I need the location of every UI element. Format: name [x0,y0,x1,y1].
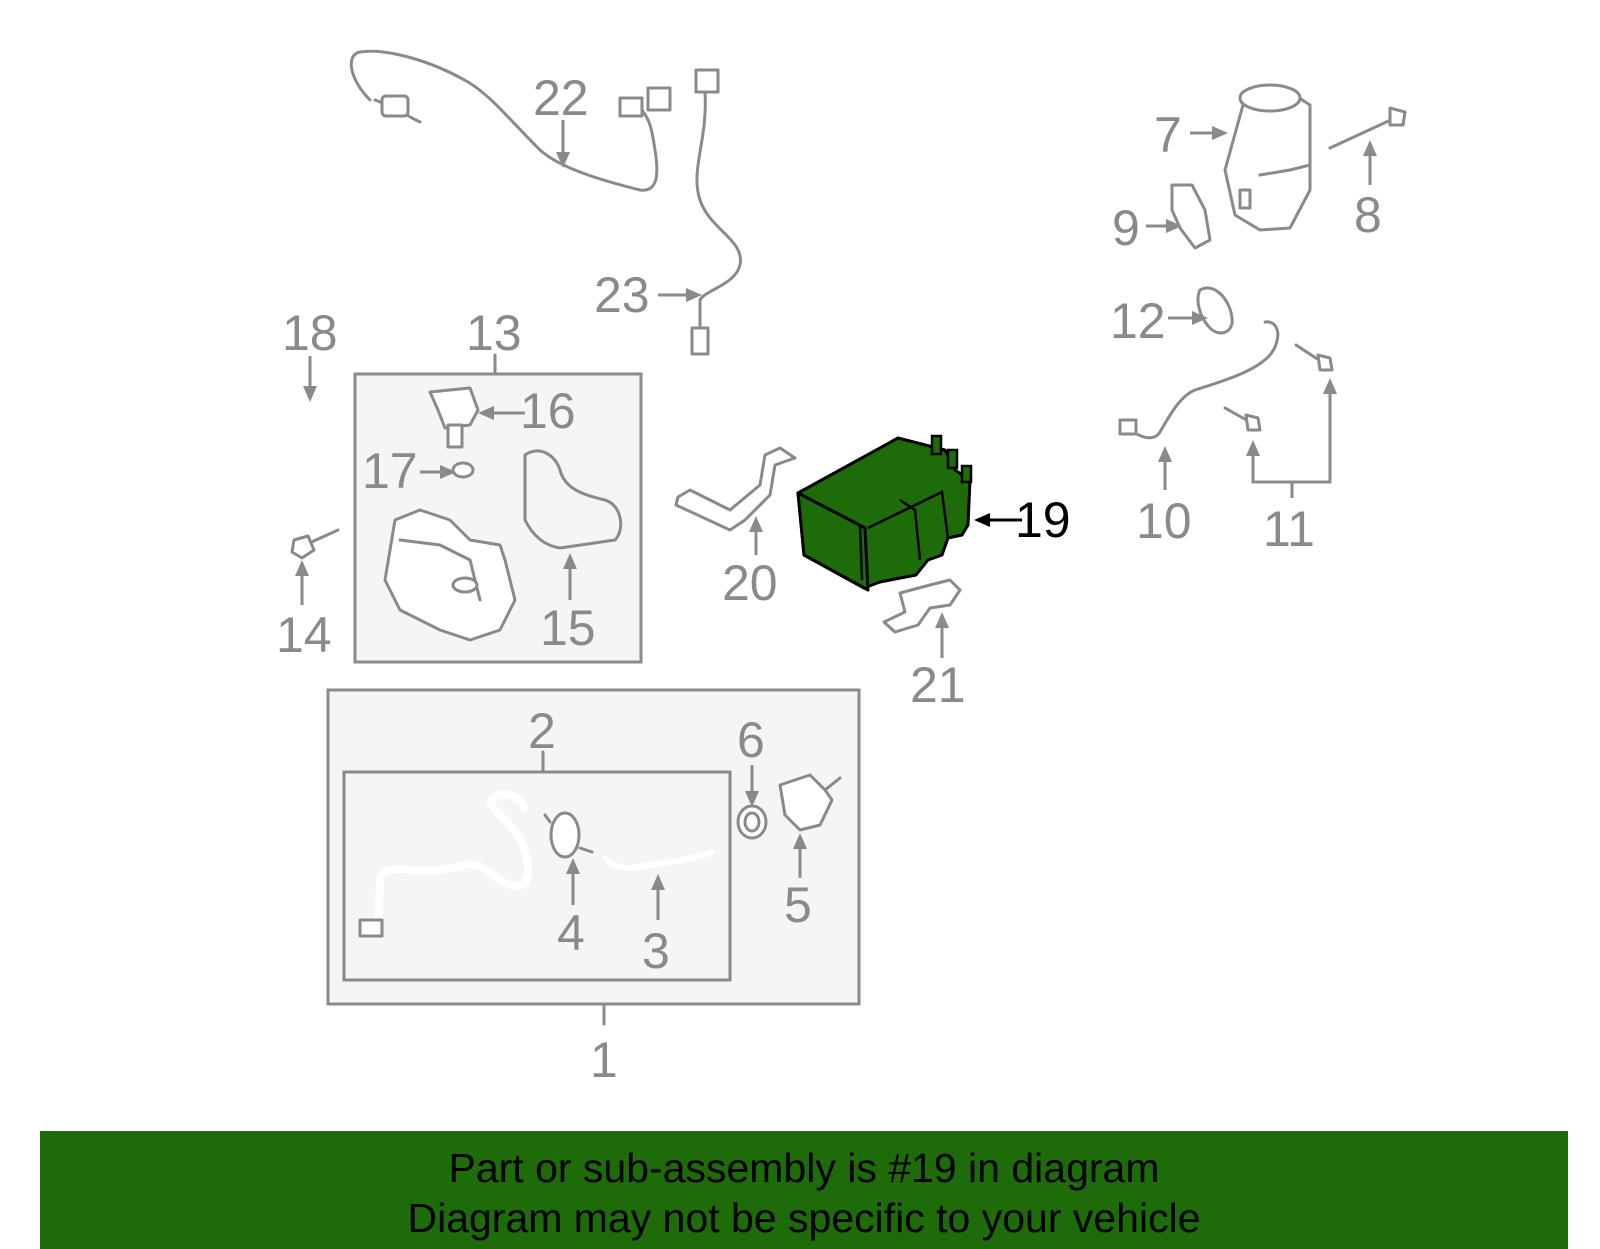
canister-port-3 [960,464,973,484]
part-18-hose[interactable] [251,405,326,514]
callout-label-1[interactable]: 1 [590,1032,618,1088]
callout-label-16[interactable]: 16 [520,383,576,439]
assembly-box-2 [342,770,732,982]
part-6-clamp[interactable] [736,804,768,840]
callout-label-23[interactable]: 23 [594,267,650,323]
part-13-housing[interactable] [383,508,517,642]
callout-label-13[interactable]: 13 [466,305,522,361]
leader-lines [295,120,1377,920]
callout-label-6[interactable]: 6 [737,712,765,768]
part-10-egr-tube[interactable] [1118,320,1280,440]
callout-label-9[interactable]: 9 [1112,200,1140,256]
callout-label-10[interactable]: 10 [1136,493,1192,549]
part-4-check-valve[interactable] [543,811,594,859]
callout-label-19[interactable]: 19 [1015,492,1071,548]
part-22-wiring-harness[interactable] [349,49,672,192]
canister-port-1 [930,434,943,456]
callout-label-11[interactable]: 11 [1263,501,1315,557]
banner-line-2: Diagram may not be specific to your vehi… [407,1195,1201,1241]
callout-label-3[interactable]: 3 [642,923,670,979]
callout-label-2[interactable]: 2 [528,703,556,759]
part-5-solenoid-valve[interactable] [778,773,842,832]
callout-label-12[interactable]: 12 [1110,293,1166,349]
part-17-o-ring[interactable] [451,461,475,479]
part-14-bolt[interactable] [290,528,340,560]
canister-port-2 [946,448,959,470]
part-11-bolts[interactable] [1223,343,1334,432]
part-16-pcv-valve[interactable] [428,386,480,449]
part-9-gasket[interactable] [1170,183,1212,250]
callout-label-5[interactable]: 5 [784,877,812,933]
callout-label-4[interactable]: 4 [557,905,585,961]
part-7-egr-valve[interactable] [1223,83,1312,232]
part-12-gasket[interactable] [1196,286,1234,335]
part-21-bracket[interactable] [882,578,962,634]
part-20-bracket[interactable] [674,446,797,532]
part-23-oxygen-sensor[interactable] [690,68,742,356]
part-3-hose[interactable] [602,849,715,871]
callout-label-17[interactable]: 17 [362,443,418,499]
part-2-hose-assembly[interactable] [358,790,533,938]
part-15-gasket[interactable] [523,449,623,550]
part-19-vapor-canister[interactable] [796,434,973,592]
callout-label-20[interactable]: 20 [722,555,778,611]
callout-label-8[interactable]: 8 [1354,187,1382,243]
callout-label-18[interactable]: 18 [282,305,338,361]
callout-label-7[interactable]: 7 [1154,107,1182,163]
banner-line-1: Part or sub-assembly is #19 in diagram [448,1145,1160,1191]
callout-label-21[interactable]: 21 [910,657,966,713]
callout-label-15[interactable]: 15 [540,600,596,656]
part-8-bolt[interactable] [1328,106,1407,150]
callout-label-14[interactable]: 14 [276,607,332,663]
info-banner: Part or sub-assembly is #19 in diagram D… [40,1131,1568,1249]
callout-label-22[interactable]: 22 [533,70,589,126]
